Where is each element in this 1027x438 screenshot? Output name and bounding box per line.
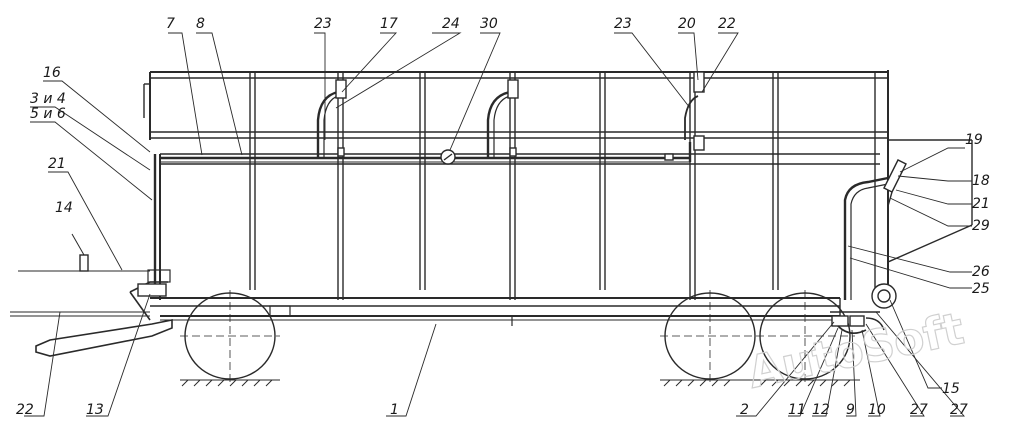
front-coupler: [137, 283, 167, 297]
valve-12: [831, 315, 849, 327]
cylinder-mid: [507, 79, 519, 99]
callout-25: 25: [972, 281, 990, 297]
callout-26: 26: [972, 264, 990, 280]
callout-2: 2: [740, 402, 749, 418]
cylinder-17: [335, 79, 347, 99]
callout-13: 13: [86, 402, 104, 418]
callout-3-4: 3 и 4: [30, 91, 66, 107]
rear-cylinder-18: [883, 159, 907, 193]
callout-30: 30: [480, 16, 498, 32]
callout-23a: 23: [314, 16, 332, 32]
callout-21b: 21: [972, 196, 990, 212]
callout-27a: 27: [910, 402, 928, 418]
callout-7: 7: [166, 16, 175, 32]
callout-15: 15: [942, 381, 960, 397]
callout-17: 17: [380, 16, 398, 32]
chassis-frame: [150, 297, 841, 326]
callout-1: 1: [390, 402, 399, 418]
cylinder-20: [693, 71, 705, 93]
components: [71, 71, 907, 334]
leader-lines: [24, 32, 972, 417]
callout-22b: 22: [16, 402, 34, 418]
callout-29: 29: [972, 218, 990, 234]
callout-12: 12: [812, 402, 830, 418]
callout-10: 10: [868, 402, 886, 418]
callouts: 7 8 23 17 24 30 23 20 22 16 3 и 4 5 и 6 …: [16, 16, 990, 418]
callout-27b: 27: [950, 402, 968, 418]
callout-8: 8: [196, 16, 205, 32]
callout-23b: 23: [614, 16, 632, 32]
callout-22: 22: [718, 16, 736, 32]
receiver-15: [871, 283, 897, 309]
callout-5-6: 5 и 6: [30, 106, 66, 122]
callout-19: 19: [965, 132, 983, 148]
wheels: [180, 290, 855, 385]
callout-14: 14: [55, 200, 73, 216]
trailer-body: [143, 70, 973, 300]
callout-20: 20: [678, 16, 696, 32]
callout-11: 11: [788, 402, 806, 418]
valve-14: [79, 254, 89, 272]
callout-16: 16: [43, 65, 61, 81]
callout-18: 18: [972, 173, 990, 189]
callout-21a: 21: [48, 156, 66, 172]
ground-hatching: [180, 379, 860, 387]
valve-9: [849, 315, 865, 327]
callout-9: 9: [846, 402, 855, 418]
callout-24: 24: [442, 16, 460, 32]
pneumatic-lines: [10, 90, 889, 317]
